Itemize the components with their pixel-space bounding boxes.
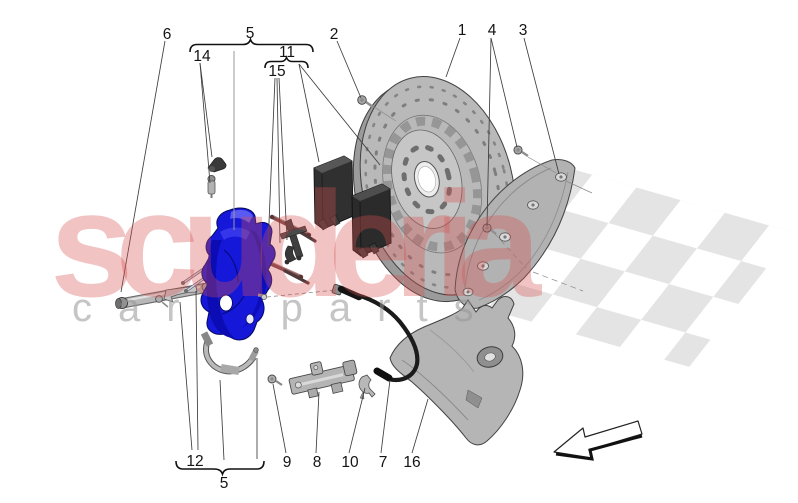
screw-2 [357,95,397,122]
callout-11: 11 [279,44,295,61]
handbrake-cable [261,283,420,383]
bracket-bolt [267,374,283,386]
axis-line [532,271,584,292]
brake-caliper [200,207,276,341]
direction-arrow-icon [553,420,643,461]
callout-1: 1 [458,22,467,39]
brace-5-bottom [175,460,265,477]
callout-12: 12 [186,453,203,470]
callout-4: 4 [488,22,497,39]
callout-6: 6 [163,26,172,43]
brake-pad-left [313,155,354,231]
pad-spring-clip [279,218,308,265]
callout-15: 15 [268,63,285,80]
brake-hose [200,331,259,375]
callout-5-top: 5 [246,25,255,42]
cable-bracket [288,359,358,399]
brake-pad-right [351,183,392,259]
screw-4a [513,145,557,174]
callout-16: 16 [403,454,420,471]
callout-labels: 6 5 14 11 15 2 1 4 3 12 5 9 8 10 7 16 [163,22,528,492]
callout-2: 2 [330,26,339,43]
axis-line [494,233,527,269]
group-braces [175,36,314,477]
callout-3: 3 [519,22,528,39]
callout-14: 14 [193,48,211,65]
brace-5-top [189,36,314,53]
callout-9: 9 [283,454,292,471]
guard-rivet-holes [462,172,567,297]
leader-lines [120,37,560,461]
callout-7: 7 [379,454,388,471]
cable-clip [358,374,376,400]
splash-guard-lower [389,296,524,446]
splash-guard-upper [454,159,576,309]
bleed-screw [207,157,227,198]
callout-8: 8 [313,454,322,471]
brace-11 [264,55,309,69]
callout-5-bottom: 5 [220,475,229,492]
axis-line [565,180,593,194]
callout-10: 10 [341,454,359,471]
